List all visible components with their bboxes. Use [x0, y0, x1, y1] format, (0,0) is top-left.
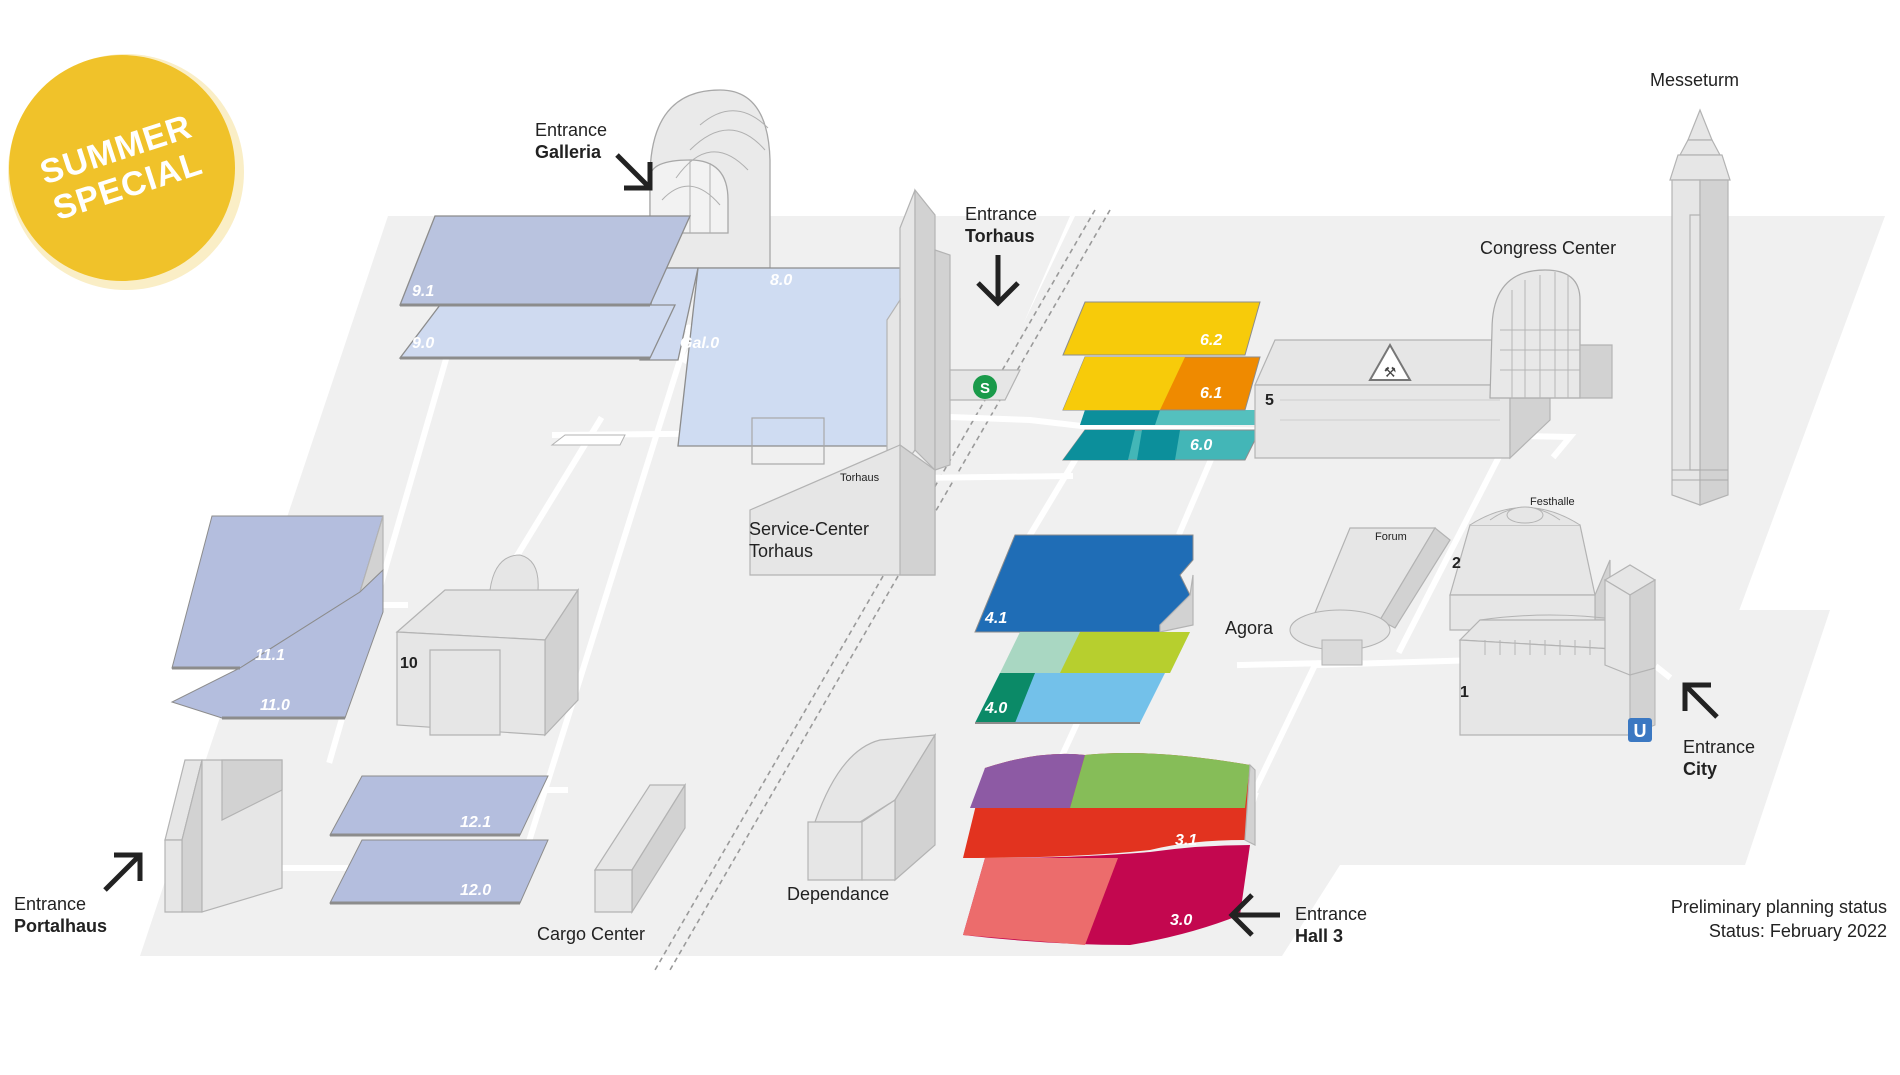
hall-4-1[interactable]: [974, 534, 1194, 633]
arrow-city-icon: [1682, 682, 1719, 719]
hall-label-9-0: 9.0: [412, 335, 434, 352]
walkway-bridge: [751, 417, 825, 465]
congress-center-building: [1254, 269, 1613, 460]
hall-6-2[interactable]: [1062, 301, 1261, 356]
entrance-hall3-line1[interactable]: Entrance: [1295, 904, 1367, 924]
hall-label-6-0: 6.0: [1190, 437, 1212, 454]
entrance-portalhaus-line2[interactable]: Portalhaus: [14, 916, 107, 936]
summer-special-badge[interactable]: SUMMER SPECIAL: [8, 54, 244, 290]
hall-label-3-0: 3.0: [1170, 912, 1192, 929]
forum-building: [1289, 527, 1451, 666]
u-bahn-icon: [1628, 718, 1652, 742]
hall-12-1[interactable]: [329, 775, 549, 836]
construction-icon-glyph: ⚒: [1384, 364, 1397, 380]
planning-status: Preliminary planning status: [1671, 897, 1887, 917]
label-agora[interactable]: Agora: [1225, 618, 1274, 638]
hall-9-1[interactable]: [399, 215, 692, 306]
arrow-hall3-icon: [1228, 893, 1280, 937]
hall-12-0[interactable]: [329, 839, 549, 904]
building-number-10: 10: [400, 655, 418, 672]
planning-status-date: Status: February 2022: [1709, 921, 1887, 941]
entrance-torhaus-line2[interactable]: Torhaus: [965, 226, 1035, 246]
building-number-1: 1: [1460, 684, 1469, 701]
entrance-hall3-line2[interactable]: Hall 3: [1295, 926, 1343, 946]
label-dependance[interactable]: Dependance: [787, 884, 889, 904]
dependance-building: [807, 732, 937, 882]
label-forum: Forum: [1375, 531, 1407, 543]
hall-label-11-0: 11.0: [260, 697, 290, 714]
hall-label-gal-0: Gal.0: [680, 335, 719, 352]
construction-icon: [1368, 342, 1412, 381]
entrance-portalhaus-line1[interactable]: Entrance: [14, 894, 86, 914]
label-service-center-torhaus[interactable]: Torhaus: [749, 541, 813, 561]
hall-11-0[interactable]: [170, 568, 384, 719]
cargo-center-building: [593, 782, 687, 915]
hall-label-3-1: 3.1: [1175, 832, 1197, 849]
hall-label-6-2: 6.2: [1200, 332, 1222, 349]
hall-label-8-0: 8.0: [770, 272, 792, 289]
label-festhalle: Festhalle: [1530, 496, 1575, 508]
entrance-torhaus-line1[interactable]: Entrance: [965, 204, 1037, 224]
hall-label-12-0: 12.0: [460, 882, 491, 899]
label-torhaus-small: Torhaus: [840, 472, 880, 484]
walkway-platform: [550, 434, 626, 446]
railway-line: [654, 209, 1096, 971]
hall-label-4-0: 4.0: [984, 700, 1007, 717]
messeturm-building: [1669, 108, 1731, 506]
hall-label-11-1: 11.1: [255, 647, 285, 664]
torhaus-building: [749, 188, 1021, 576]
arrow-torhaus-icon: [976, 255, 1020, 307]
portalhaus-building: [164, 759, 283, 913]
arrow-portalhaus-icon: [103, 852, 143, 892]
hall-label-12-1: 12.1: [460, 814, 491, 831]
hall-label-6-1: 6.1: [1200, 385, 1222, 402]
rotunda-building: [1603, 564, 1657, 676]
label-congress-center[interactable]: Congress Center: [1480, 238, 1616, 258]
u-bahn-letter: U: [1634, 721, 1647, 741]
entrance-galleria-line1[interactable]: Entrance: [535, 120, 607, 140]
s-bahn-letter: S: [980, 380, 990, 397]
festhalle-building: [1449, 506, 1611, 632]
entrance-galleria-line2[interactable]: Galleria: [535, 142, 602, 162]
hall-label-9-1: 9.1: [412, 283, 434, 300]
hall-10-building: [395, 554, 580, 737]
entrance-city-line2[interactable]: City: [1683, 759, 1717, 779]
railway-line: [669, 209, 1111, 971]
hall-8-0[interactable]: [677, 267, 906, 447]
building-number-2: 2: [1452, 555, 1461, 572]
arrow-galleria-icon: [615, 153, 653, 191]
entrance-city-line1[interactable]: Entrance: [1683, 737, 1755, 757]
hall-label-4-1: 4.1: [984, 610, 1007, 627]
label-service-center[interactable]: Service-Center: [749, 519, 869, 539]
building-number-5: 5: [1265, 392, 1274, 409]
label-messeturm[interactable]: Messeturm: [1650, 70, 1739, 90]
label-cargo-center[interactable]: Cargo Center: [537, 924, 645, 944]
s-bahn-icon: [973, 375, 997, 399]
hall-9-0[interactable]: [398, 304, 677, 359]
